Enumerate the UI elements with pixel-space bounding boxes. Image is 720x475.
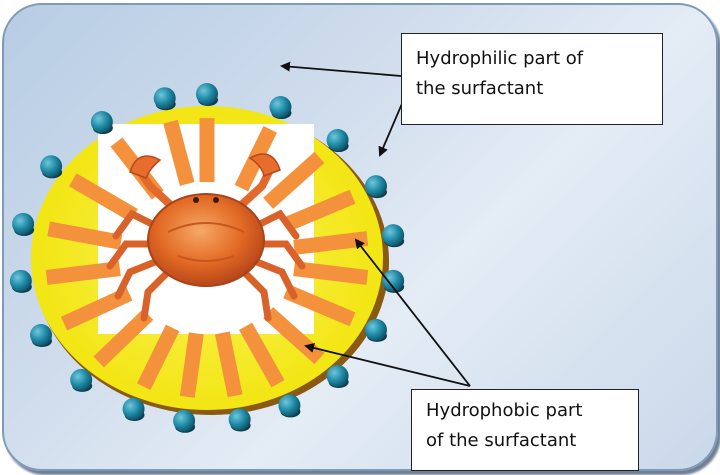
surfactant-tail bbox=[187, 333, 196, 396]
surfactant-head bbox=[382, 270, 404, 293]
surfactant-head bbox=[327, 129, 349, 152]
surfactant-head bbox=[278, 394, 300, 417]
surfactant-tail bbox=[47, 269, 120, 278]
surfactant-head bbox=[196, 83, 218, 106]
surfactant-head bbox=[12, 213, 34, 236]
hydrophilic-label-line1: Hydrophilic part of bbox=[416, 44, 648, 74]
surfactant-head bbox=[154, 87, 176, 110]
surfactant-head bbox=[40, 155, 62, 178]
hydrophobic-label-line2: of the surfactant bbox=[426, 426, 624, 456]
hydrophobic-label-line1: Hydrophobic part bbox=[426, 396, 624, 426]
hydrophobic-label: Hydrophobic part of the surfactant bbox=[411, 389, 639, 471]
surfactant-head bbox=[123, 398, 145, 421]
surfactant-head bbox=[365, 319, 387, 342]
surfactant-tail bbox=[294, 269, 367, 278]
surfactant-head bbox=[91, 111, 113, 134]
surfactant-head bbox=[173, 410, 195, 433]
surfactant-head bbox=[70, 369, 92, 392]
surfactant-head bbox=[30, 324, 52, 347]
surfactant-head bbox=[382, 224, 404, 247]
surfactant-head bbox=[327, 365, 349, 388]
surfactant-head bbox=[10, 270, 32, 293]
hydrophilic-label: Hydrophilic part of the surfactant bbox=[401, 33, 663, 125]
surfactant-head bbox=[365, 175, 387, 198]
hydrophilic-label-line2: the surfactant bbox=[416, 74, 648, 104]
surfactant-head bbox=[229, 409, 251, 432]
arrow-to-top-head bbox=[282, 66, 401, 76]
surfactant-head bbox=[269, 96, 291, 119]
